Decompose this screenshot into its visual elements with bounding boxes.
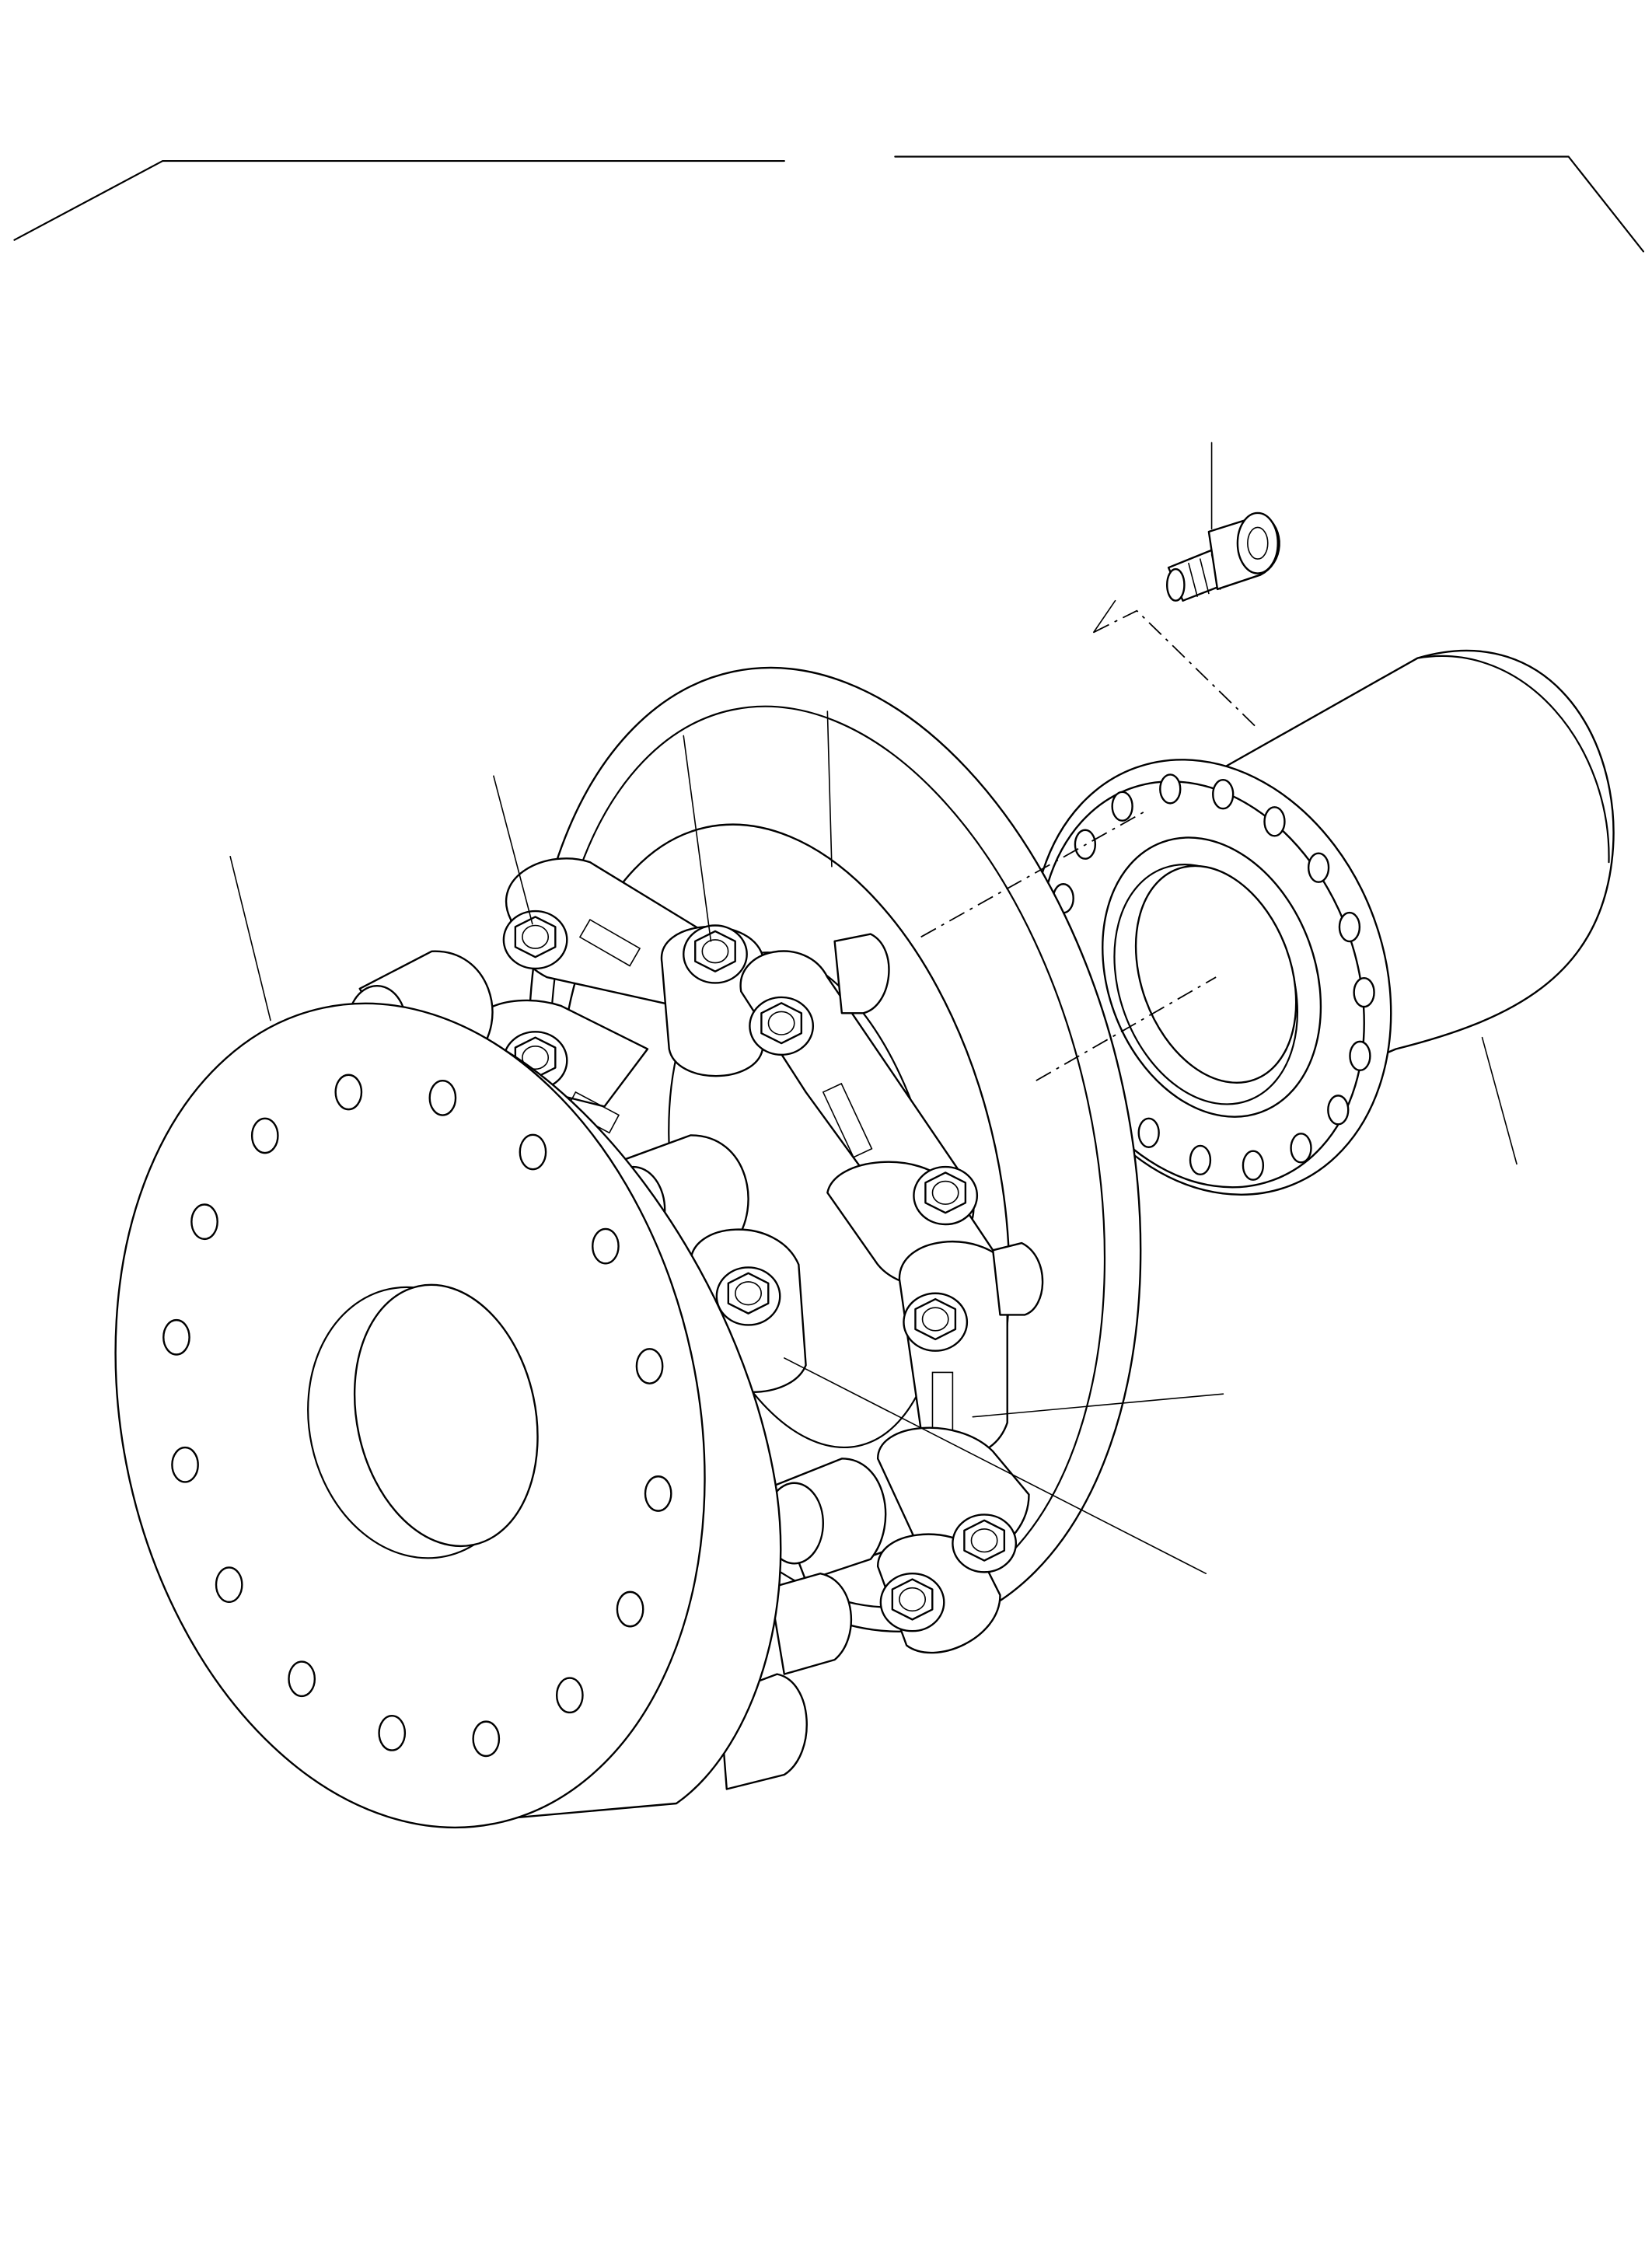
hex-bolts	[504, 911, 1016, 1631]
bolt-hole	[252, 1119, 278, 1153]
bolt-hole	[1190, 1146, 1210, 1175]
bolt-hole	[1350, 1042, 1370, 1070]
bolt-hole	[163, 1320, 189, 1354]
bolt-hole	[191, 1204, 217, 1238]
bolt-hole	[1339, 913, 1360, 941]
bolt-hole	[520, 1135, 546, 1169]
hex-bolt	[903, 1294, 966, 1351]
hex-bolt	[913, 1167, 976, 1224]
bolt-hole	[336, 1075, 361, 1109]
bolt-hole	[1308, 854, 1329, 882]
bolt-hole	[1291, 1133, 1311, 1162]
input-flange-bolt-holes	[163, 1075, 671, 1756]
bolt-hole	[1328, 1095, 1348, 1124]
hex-bolt	[683, 925, 746, 983]
bolt-hole	[557, 1678, 582, 1713]
bolt-hole	[473, 1722, 499, 1756]
bolt-hole	[1112, 792, 1133, 821]
leader-line	[494, 776, 533, 924]
bolt-hole	[430, 1081, 456, 1115]
hex-bolt	[749, 997, 812, 1055]
hex-bolt	[881, 1573, 944, 1631]
leader-line	[973, 1394, 1223, 1417]
bolt-hole	[1243, 1151, 1263, 1180]
bolt-hole	[1354, 978, 1374, 1007]
leader-line	[230, 857, 271, 1021]
assembly-axis-lines	[921, 611, 1259, 1081]
leader-line	[1094, 601, 1116, 633]
leader-line	[827, 711, 832, 867]
bolt-hole	[1139, 1119, 1159, 1147]
hex-bolt	[717, 1267, 780, 1325]
bolt-hole	[1265, 807, 1285, 836]
input-flange	[42, 948, 781, 1883]
page-frame	[15, 156, 1643, 251]
leader-line	[683, 735, 711, 941]
bolt-hole	[592, 1229, 618, 1263]
bolt-hole	[637, 1349, 662, 1383]
bolt-hole	[379, 1716, 405, 1750]
hex-bolt	[504, 911, 567, 969]
bolt-hole	[172, 1447, 197, 1482]
leader-line	[1483, 1038, 1517, 1164]
socket-head-cap-screw	[1167, 513, 1279, 601]
bolt-hole	[216, 1567, 242, 1601]
bolt-hole	[1160, 774, 1180, 803]
bolt-hole	[1213, 780, 1233, 808]
bolt-hole	[617, 1592, 643, 1626]
bolt-hole	[289, 1662, 315, 1696]
leader-line	[784, 1358, 1206, 1573]
leader-lines	[230, 442, 1517, 1573]
bolt-hole	[645, 1476, 671, 1510]
hex-bolt	[952, 1514, 1015, 1572]
